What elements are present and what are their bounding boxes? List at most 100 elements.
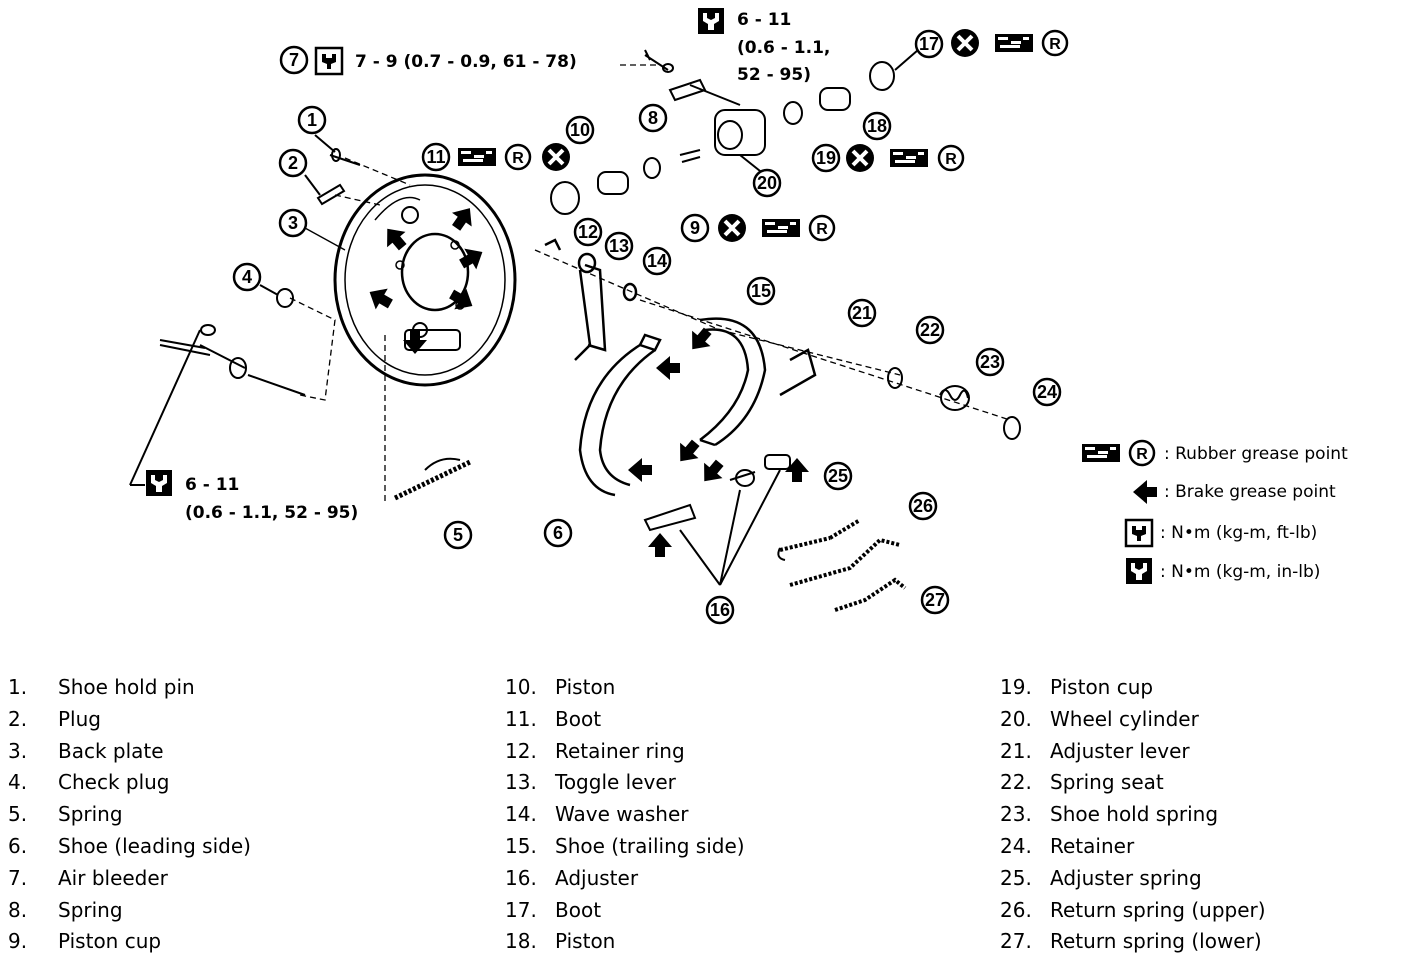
part-name: Air bleeder [58,865,168,890]
callout-12: 12 [573,217,603,247]
assembly-lines [289,64,1011,505]
callout-6: 6 [543,518,573,548]
torque-top-line1: 6 - 11 [737,10,791,30]
callout-1: 1 [297,105,327,135]
part-number: 17. [505,897,537,922]
parts-list-item: 11.Boot [505,704,745,736]
parts-list-item: 15.Shoe (trailing side) [505,831,745,863]
callout-16: 16 [705,595,735,625]
plug [304,174,346,206]
svg-text:13: 13 [609,236,629,256]
parts-list-item: 9. Piston cup [8,926,251,958]
callout-9: 9 [680,213,710,243]
parts-list-item: 27.Return spring (lower) [1000,926,1266,958]
parts-list-item: 13.Toggle lever [505,767,745,799]
svg-text:8: 8 [648,108,658,128]
part-name: Piston [555,675,616,699]
part-name: Boot [555,706,602,731]
svg-text:7: 7 [289,50,299,70]
part-name: Wheel cylinder [1050,706,1199,731]
parts-list-item: 1.Shoe hold pin [8,672,251,704]
part-name: Check plug [58,770,170,795]
svg-text:9: 9 [690,218,700,238]
parts-list-item: 19.Piston cup [1000,672,1266,704]
svg-text:26: 26 [913,496,933,516]
part-number: 8. [8,897,28,922]
r-symbol: R [945,151,957,168]
legend-torque-ftlb: : N•m (kg-m, ft-lb) [1160,523,1317,543]
parts-list-item: 16. Adjuster [505,863,745,895]
part-number: 5. [8,802,28,827]
svg-text:22: 22 [920,320,940,340]
legend: : Rubber grease point : Brake grease poi… [1082,439,1348,584]
part-number: 25. [1000,865,1032,890]
part-number: 12. [505,738,537,763]
part-name: Adjuster lever [1050,738,1190,763]
part-number: 6. [8,833,28,858]
part-name: Adjuster [555,865,639,890]
svg-text:21: 21 [852,303,872,323]
callout-21: 21 [847,298,877,328]
torque-top-line3: 52 - 95) [737,65,811,85]
part-number: 21. [1000,738,1032,763]
back-plate [333,173,517,387]
part-number: 22. [1000,770,1032,795]
part-name: Spring seat [1050,770,1164,795]
legend-rubber-grease: : Rubber grease point [1164,444,1348,464]
parts-list-item: 23.Shoe hold spring [1000,799,1266,831]
part-number: 15. [505,833,537,858]
svg-text:25: 25 [828,466,848,486]
r-symbol: R [1136,446,1148,463]
parts-list-item: 22. Spring seat [1000,767,1266,799]
parts-list-item: 18.Piston [505,926,745,958]
part-number: 20. [1000,706,1032,731]
callout-8: 8 [638,103,668,133]
r-symbol: R [816,221,828,238]
part-number: 13. [505,770,537,795]
parts-list-item: 20. Wheel cylinder [1000,704,1266,736]
parts-list-item: 3.Back plate [8,736,251,768]
part-number: 3. [8,738,28,763]
brake-grease-arrow-icon [1133,480,1157,504]
part-name: Piston cup [1050,675,1154,699]
part-number: 16. [505,865,537,890]
part-number: 26. [1000,897,1032,922]
parts-list-item: 21. Adjuster lever [1000,736,1266,768]
parts-list-item: 14.Wave washer [505,799,745,831]
callout-17: 17 [914,29,944,59]
svg-text:17: 17 [919,34,939,54]
legend-torque-inlb: : N•m (kg-m, in-lb) [1160,562,1320,582]
part-name: Wave washer [555,802,689,827]
svg-text:6: 6 [553,523,563,543]
svg-text:3: 3 [288,213,298,233]
callout-18: 18 [862,111,892,141]
part-number: 9. [8,929,28,954]
svg-text:23: 23 [980,352,1000,372]
part-name: Boot [555,897,602,922]
parts-list-item: 2.Plug [8,704,251,736]
callout-26: 26 [908,491,938,521]
legend-brake-grease: : Brake grease point [1164,482,1336,502]
svg-text:14: 14 [647,251,667,271]
adjuster [643,454,791,586]
part-name: Retainer ring [555,738,685,763]
callout-10: 10 [565,115,595,145]
parts-list-item: 4.Check plug [8,767,251,799]
torque-inlb-icon [1126,558,1152,584]
torque-top-line2: (0.6 - 1.1, [737,38,830,58]
callout-7: 7 [279,45,309,75]
svg-text:20: 20 [757,173,777,193]
svg-text:10: 10 [570,120,590,140]
wheel-cylinder-parts [550,49,919,215]
part-name: Piston cup [58,929,162,954]
part-number: 18. [505,929,537,954]
rubber-grease-icon [1082,444,1120,462]
part-name: Shoe hold spring [1050,802,1219,827]
r-symbol: R [512,150,524,167]
check-plug [259,284,294,308]
torque-left-line2: (0.6 - 1.1, 52 - 95) [185,503,358,523]
part-number: 7. [8,865,28,890]
